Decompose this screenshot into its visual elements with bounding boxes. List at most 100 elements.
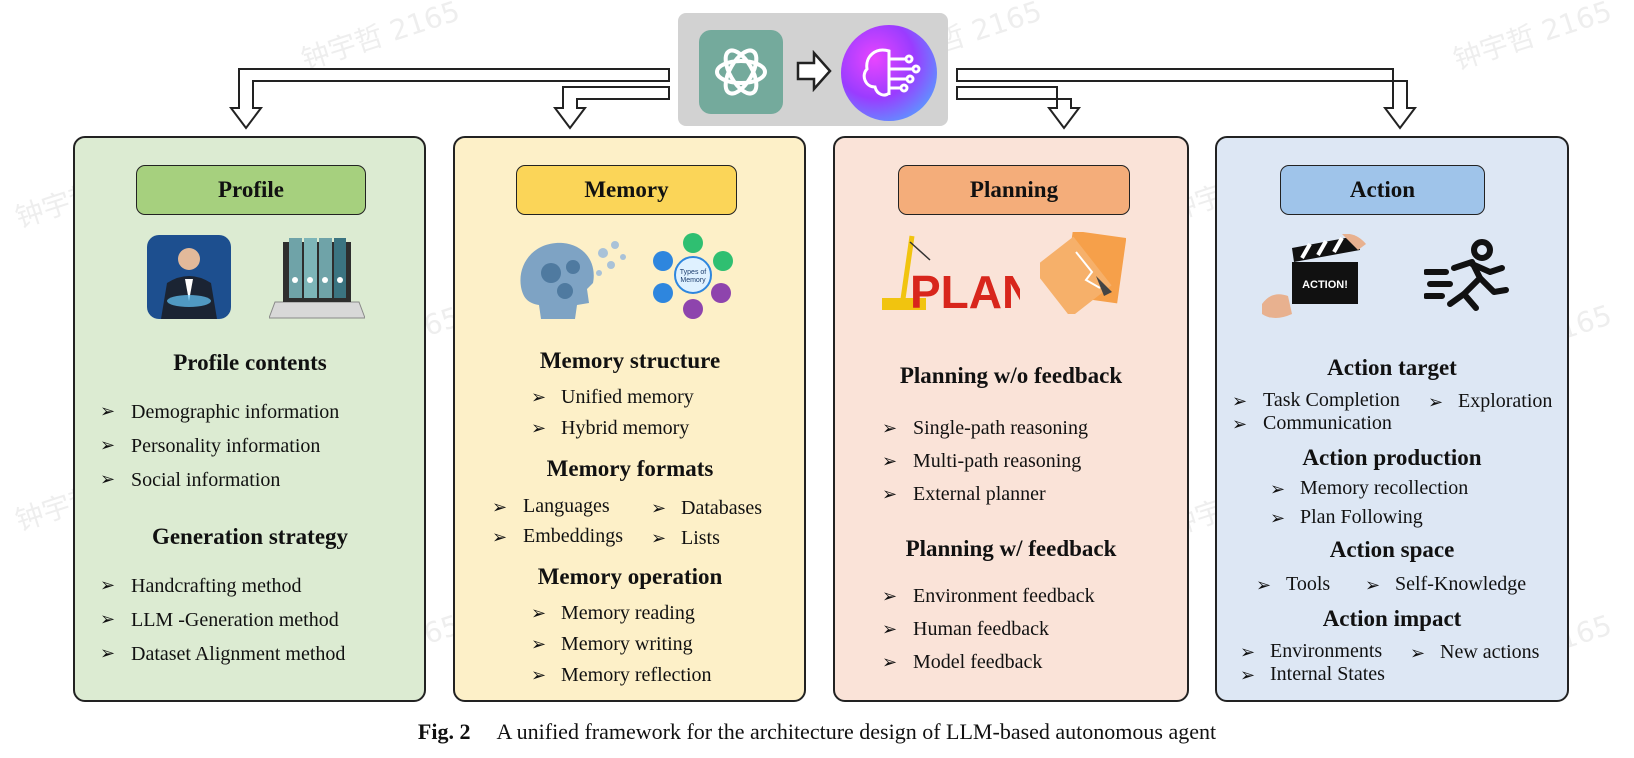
memory-panel (453, 136, 806, 702)
list-item: Task Completion (1263, 389, 1400, 411)
arrow-bullet-icon: ➢ (1240, 665, 1256, 685)
arrow-bullet-icon: ➢ (882, 418, 898, 438)
list-item: Single-path reasoning (913, 417, 1088, 439)
list-item: Personality information (131, 435, 321, 457)
list-item: Unified memory (561, 386, 694, 408)
arrow-bullet-icon: ➢ (1270, 479, 1286, 499)
action-production-heading: Action production (1302, 445, 1482, 470)
arrow-bullet-icon: ➢ (100, 643, 116, 663)
list-item: Tools (1286, 573, 1331, 595)
list-item: Hybrid memory (561, 417, 690, 439)
list-item: New actions (1440, 641, 1540, 663)
arrow-to-memory (553, 86, 670, 130)
list-item: Environment feedback (913, 585, 1095, 607)
arrow-bullet-icon: ➢ (1270, 508, 1286, 528)
plan-word: PLAN (910, 266, 1020, 314)
clapperboard-image: ACTION! (1262, 233, 1368, 324)
list-item: Languages (523, 495, 610, 517)
generation-strategy-heading: Generation strategy (151, 524, 349, 549)
businessman-image (147, 235, 231, 319)
list-item: Databases (681, 497, 763, 519)
profile-title: Profile (136, 165, 366, 215)
list-item: Communication (1263, 412, 1392, 434)
memory-title: Memory (516, 165, 737, 215)
arrow-bullet-icon: ➢ (100, 401, 116, 421)
list-item: Exploration (1458, 390, 1553, 412)
openai-logo-icon (699, 30, 783, 114)
ai-brain-icon (841, 25, 937, 121)
planning-with-feedback-heading: Planning w/ feedback (905, 536, 1117, 561)
list-item: Embeddings (523, 525, 623, 547)
arrow-bullet-icon: ➢ (651, 528, 667, 548)
arrow-bullet-icon: ➢ (531, 665, 547, 685)
arrow-bullet-icon: ➢ (1410, 643, 1426, 663)
arrow-to-action (956, 68, 1417, 130)
arrow-bullet-icon: ➢ (531, 603, 547, 623)
arrow-bullet-icon: ➢ (651, 498, 667, 518)
binders-laptop-image (268, 230, 366, 322)
memory-operation-heading: Memory operation (537, 564, 723, 589)
list-item: Memory recollection (1300, 477, 1469, 499)
arrow-bullet-icon: ➢ (1428, 392, 1444, 412)
arrow-bullet-icon: ➢ (492, 527, 508, 547)
planning-papers-image (1032, 230, 1127, 318)
running-person-icon (1423, 238, 1510, 320)
list-item: Plan Following (1300, 506, 1423, 528)
profile-panel (73, 136, 426, 702)
planning-panel (833, 136, 1189, 702)
arrow-bullet-icon: ➢ (882, 619, 898, 639)
plan-crane-image: PLAN (880, 232, 1035, 318)
brain-gears-image (511, 233, 631, 325)
action-title: Action (1280, 165, 1485, 215)
list-item: Memory writing (561, 633, 693, 655)
arrow-bullet-icon: ➢ (531, 387, 547, 407)
figure-label: Fig. 2 (417, 719, 471, 744)
list-item: Dataset Alignment method (131, 643, 346, 665)
list-item: LLM -Generation method (131, 609, 339, 631)
arrow-bullet-icon: ➢ (882, 586, 898, 606)
arrow-bullet-icon: ➢ (492, 497, 508, 517)
list-item: Model feedback (913, 651, 1043, 673)
list-item: Multi-path reasoning (913, 450, 1082, 472)
list-item: Social information (131, 469, 281, 491)
list-item: Handcrafting method (131, 575, 302, 597)
svg-text:Memory: Memory (680, 277, 706, 284)
list-item: Human feedback (913, 618, 1050, 640)
arrow-bullet-icon: ➢ (1256, 575, 1272, 595)
action-target-heading: Action target (1327, 355, 1457, 380)
arrow-bullet-icon: ➢ (100, 575, 116, 595)
planning-without-feedback-heading: Planning w/o feedback (899, 363, 1123, 388)
arrow-bullet-icon: ➢ (1232, 391, 1248, 411)
arrow-bullet-icon: ➢ (1240, 642, 1256, 662)
action-space-heading: Action space (1329, 537, 1455, 562)
arrow-bullet-icon: ➢ (100, 609, 116, 629)
svg-text:Types of: Types of (680, 269, 707, 276)
right-arrow-icon (796, 50, 832, 92)
list-item: External planner (913, 483, 1046, 505)
clapper-word: ACTION! (1302, 279, 1348, 291)
arrow-bullet-icon: ➢ (882, 451, 898, 471)
arrow-bullet-icon: ➢ (531, 634, 547, 654)
planning-title: Planning (898, 165, 1130, 215)
list-item: Self-Knowledge (1395, 573, 1527, 595)
list-item: Internal States (1270, 663, 1385, 685)
arrow-bullet-icon: ➢ (882, 484, 898, 504)
arrow-bullet-icon: ➢ (100, 469, 116, 489)
memory-formats-heading: Memory formats (546, 456, 714, 481)
arrow-to-profile (229, 68, 670, 130)
list-item: Memory reading (561, 602, 695, 624)
profile-contents-heading: Profile contents (173, 350, 327, 375)
action-impact-heading: Action impact (1322, 606, 1462, 631)
action-panel (1215, 136, 1569, 702)
arrow-bullet-icon: ➢ (882, 652, 898, 672)
arrow-bullet-icon: ➢ (531, 418, 547, 438)
list-item: Memory reflection (561, 664, 712, 686)
memory-structure-heading: Memory structure (539, 348, 721, 373)
arrow-bullet-icon: ➢ (1232, 414, 1248, 434)
arrow-to-planning (956, 86, 1081, 130)
list-item: Lists (681, 527, 720, 549)
list-item: Environments (1270, 640, 1383, 662)
arrow-bullet-icon: ➢ (1365, 575, 1381, 595)
